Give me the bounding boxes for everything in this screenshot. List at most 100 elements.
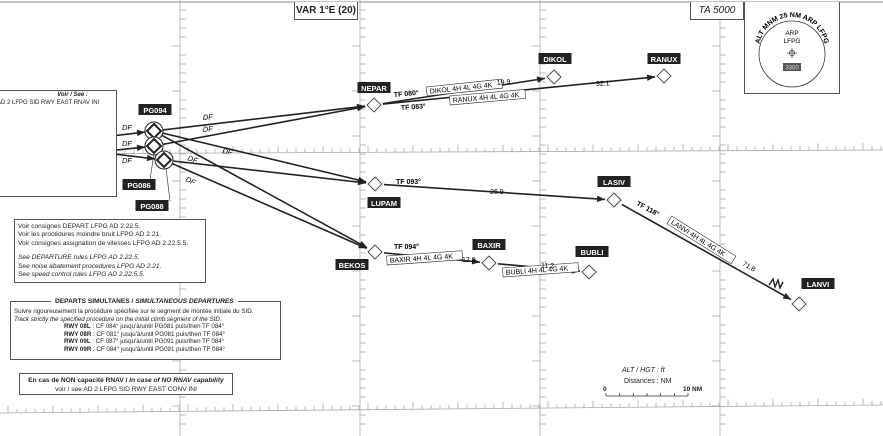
waypoint-label-ranux: RANUX <box>647 53 681 64</box>
waypoint-nepar[interactable] <box>366 97 382 113</box>
course-label: TF 118° <box>635 200 661 219</box>
waypoint-label-pg086: PG086 <box>122 179 156 190</box>
route-designator: BAXIR 4H 4L 4G 4K <box>386 250 463 266</box>
waypoint-diamond-icon <box>791 296 807 312</box>
waypoint-pg088[interactable] <box>154 150 174 170</box>
distance-label: 71.8 <box>741 261 756 274</box>
note-fr-1: Voir consignes DEPART LFPG AD 2.22.5. <box>18 223 141 230</box>
waypoint-lupam[interactable] <box>367 176 383 192</box>
waypoint-lasiv[interactable] <box>606 192 622 208</box>
waypoint-label-nepar: NEPAR <box>357 82 391 93</box>
waypoint-name: BUBLI <box>581 248 604 257</box>
label-badge <box>367 197 401 208</box>
route-designator: BUBLI 4H 4L 4G 4K <box>502 262 579 278</box>
waypoint-label-lasiv: LASIV <box>597 176 631 187</box>
leg-pg088-bekos <box>171 162 368 250</box>
simultaneous-rows: RWY 08L : CF 084° jusqu'à/until PG081 pu… <box>14 323 277 353</box>
runway-instruction: : CF 084° jusqu'à/until PG081 puis/then … <box>90 323 225 331</box>
waypoint-diamond-icon <box>367 244 383 260</box>
note-fr-3: Voir consignes assignation de vitesses L… <box>18 239 189 247</box>
svg-text:BAXIR 4H 4L 4G 4K: BAXIR 4H 4L 4G 4K <box>390 253 454 264</box>
label-badge <box>575 246 609 257</box>
waypoint-name: DIKOL <box>543 55 567 64</box>
notes-box: Voir consignes DEPART LFPG AD 2.22.5. Vo… <box>14 219 206 284</box>
leg-pg088-lupam <box>172 160 367 186</box>
course-label: TF 080° <box>393 89 419 99</box>
label-badge <box>597 176 631 187</box>
runway-instruction: : CF 087° jusqu'à/until PG091 puis/then … <box>90 338 225 346</box>
msa-altitude-badge <box>783 63 801 71</box>
waypoint-diamond-icon <box>366 97 382 113</box>
waypoint-name: LUPAM <box>371 199 397 208</box>
simultaneous-row: RWY 09R : CF 084° jusqu'à/until PG091 pu… <box>64 346 277 354</box>
leg-type-label: DF <box>184 175 197 188</box>
waypoint-name: LASIV <box>603 178 625 187</box>
waypoint-bubli[interactable] <box>581 264 597 280</box>
label-badge <box>801 278 835 289</box>
variation-box: VAR 1°E (20) <box>294 2 358 20</box>
waypoint-diamond-icon <box>367 176 383 192</box>
note-en-3: See speed control rules LFPG AD 2.22.5.5… <box>18 271 145 279</box>
simultaneous-row: RWY 08R : CF 081° jusqu'à/until PG081 pu… <box>64 331 277 339</box>
simultaneous-departures-box: DEPARTS SIMULTANES / SIMULTANEOUS DEPART… <box>10 297 281 360</box>
waypoint-bekos[interactable] <box>367 244 383 260</box>
waypoint-name: PG086 <box>127 181 150 190</box>
units-dist: Distances : NM <box>624 378 672 385</box>
svg-text:LANVI 4H 4L 4G 4K: LANVI 4H 4L 4G 4K <box>669 219 726 258</box>
variation-label: VAR 1°E (20) <box>296 5 356 16</box>
leg-type-label: DF <box>203 112 214 122</box>
course-label: TF 094° <box>394 243 419 251</box>
leg-lupam-lasiv <box>383 183 606 203</box>
distance-label: 32.1 <box>596 80 610 88</box>
waypoint-label-dikol: DIKOL <box>538 53 572 64</box>
waypoint-label-bekos: BEKOS <box>335 259 369 270</box>
waypoint-ranux[interactable] <box>656 68 672 84</box>
label-leader <box>149 152 155 181</box>
leg-type-label: DF <box>122 139 132 148</box>
waypoint-dikol[interactable] <box>546 69 562 85</box>
see-box-reference: AD 2 LFPG SID RWY EAST RNAV INI <box>0 100 100 106</box>
chart-break-icon <box>768 277 784 291</box>
simultaneous-title: DEPARTS SIMULTANES / SIMULTANEOUS DEPART… <box>51 297 238 306</box>
waypoint-diamond-icon <box>481 255 497 271</box>
msa-diagram: ALT MNM 25 NM ARP LFPG ARP LFPG 3300 <box>755 12 830 88</box>
simultaneous-row: RWY 09L : CF 087° jusqu'à/until PG091 pu… <box>64 338 277 346</box>
course-label: TF 083° <box>401 102 427 112</box>
label-badge <box>647 53 681 64</box>
simultaneous-row: RWY 08L : CF 084° jusqu'à/until PG081 pu… <box>64 323 277 331</box>
route-designator: LANVI 4H 4L 4G 4K <box>666 215 737 265</box>
runway-instruction: : CF 084° jusqu'à/until PG091 puis/then … <box>91 345 225 353</box>
waypoint-lanvi[interactable] <box>791 296 807 312</box>
waypoint-baxir[interactable] <box>481 255 497 271</box>
distance-label: 19.9 <box>497 79 511 87</box>
waypoint-name: BAXIR <box>477 241 501 250</box>
runway-designator: RWY 08L <box>64 323 91 331</box>
distance-label: 26.9 <box>490 189 504 196</box>
leg-pg086-nepar <box>162 104 366 146</box>
arp-icon <box>787 48 797 58</box>
parallel-line <box>0 149 883 155</box>
leg-type-label: DF <box>122 156 132 165</box>
leg-type-label: DF <box>203 124 214 134</box>
label-leader <box>165 167 171 202</box>
label-badge <box>335 259 369 270</box>
svg-text:RANUX 4H 4L 4G 4K: RANUX 4H 4L 4G 4K <box>453 92 520 105</box>
distance-label: 11.2 <box>541 263 554 270</box>
waypoint-diamond-icon <box>581 264 597 280</box>
waypoint-name: PG088 <box>140 202 163 211</box>
no-rnav-box: En cas de NON capacité RNAV / In case of… <box>19 373 233 395</box>
parallel-line <box>0 404 883 414</box>
msa-arp-label: ARP <box>785 30 798 37</box>
label-badge <box>122 179 156 190</box>
waypoint-name: PG094 <box>143 106 167 115</box>
waypoint-name: NEPAR <box>361 84 387 93</box>
leg-lasiv-lanvi <box>621 203 792 301</box>
course-label: TF 093° <box>396 178 421 186</box>
waypoint-name: LANVI <box>807 280 830 289</box>
leg-type-label: DF <box>186 153 199 165</box>
simultaneous-intro-fr: Suivre rigoureusement la procédure spéci… <box>14 308 254 315</box>
runway-designator: RWY 09L <box>64 338 91 346</box>
transition-altitude-box: TA 5000 <box>690 2 744 20</box>
simultaneous-intro-en: Track strictly the specified procedure o… <box>14 315 222 323</box>
msa-altitude: 3300 <box>785 66 799 72</box>
